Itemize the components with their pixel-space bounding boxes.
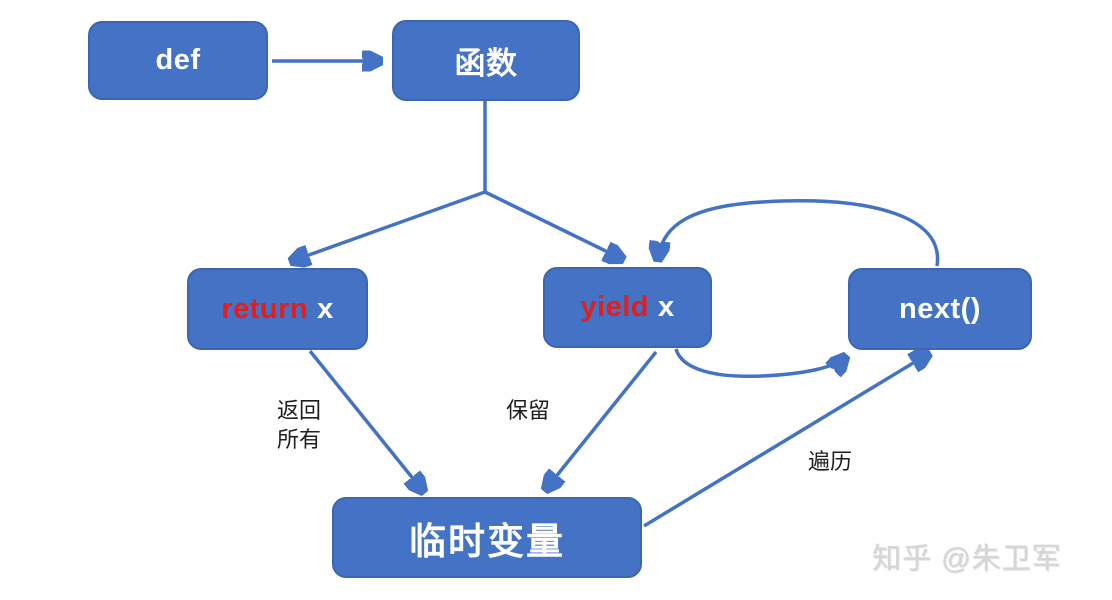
- node-yield-x: yield x: [543, 267, 712, 348]
- node-function: 函数: [392, 20, 580, 101]
- edge-tempvar-to-next: [643, 354, 928, 528]
- node-next-label: next(): [899, 292, 981, 325]
- node-function-label: 函数: [454, 46, 518, 81]
- edge-function-to-yield: [484, 190, 622, 259]
- node-temp-variable: 临时变量: [332, 497, 642, 578]
- edge-function-to-return: [292, 190, 486, 261]
- edge-label-keep: 保留: [506, 398, 551, 423]
- node-def-label: def: [155, 44, 201, 76]
- node-def: def: [88, 21, 268, 100]
- edge-yield-to-tempvar: [546, 350, 658, 489]
- edge-label-traverse: 遍历: [808, 449, 853, 474]
- node-temp-variable-label: 临时变量: [409, 520, 565, 562]
- edge-return-to-tempvar: [308, 349, 423, 491]
- node-yield-suffix: x: [657, 291, 675, 323]
- watermark-zhihu-author: 知乎 @朱卫军: [872, 543, 1062, 575]
- edge-yield-to-next-loop-bottom: [674, 348, 845, 379]
- edge-label-return-all: 返回 所有: [277, 398, 322, 452]
- node-yield-keyword: yield: [580, 291, 649, 323]
- node-next-call: next(): [848, 268, 1032, 350]
- node-return-x: return x: [187, 268, 368, 350]
- node-return-keyword: return: [221, 292, 309, 325]
- edge-next-to-yield-loop-top: [658, 199, 940, 267]
- node-return-suffix: x: [317, 292, 334, 325]
